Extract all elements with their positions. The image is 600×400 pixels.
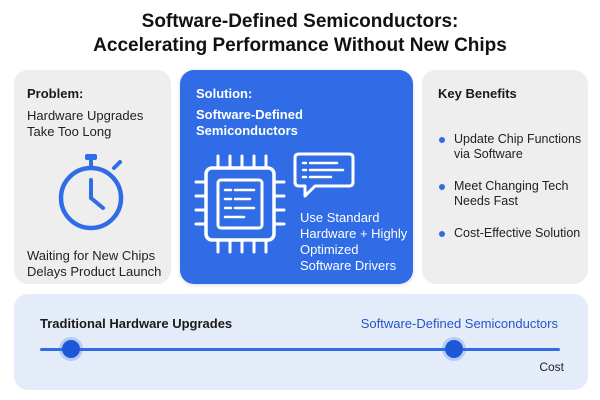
title-line-1: Software-Defined Semiconductors: <box>141 11 459 32</box>
traditional-marker <box>62 340 80 358</box>
title-line-2: Accelerating Performance Without New Chi… <box>93 35 507 56</box>
bullet-dot-icon <box>439 137 445 143</box>
cost-comparison-panel: Traditional Hardware Upgrades Software-D… <box>14 294 588 390</box>
solution-subheading: Software-Defined Semiconductors <box>196 107 303 138</box>
cost-axis-line <box>40 348 560 351</box>
solution-description: Use Standard Hardware + Highly Optimized… <box>300 210 408 273</box>
solution-heading: Solution: <box>196 86 253 101</box>
solution-card: Solution: Software-Defined Semiconductor… <box>180 70 413 284</box>
benefit-item: Update Chip Functions via Software <box>438 132 584 162</box>
software-defined-label: Software-Defined Semiconductors <box>360 316 558 331</box>
benefits-list: Update Chip Functions via Software Meet … <box>438 132 584 258</box>
benefit-item: Meet Changing Tech Needs Fast <box>438 179 584 209</box>
traditional-label: Traditional Hardware Upgrades <box>40 316 233 331</box>
stopwatch-icon <box>54 152 128 237</box>
bullet-dot-icon <box>439 184 445 190</box>
chip-icon <box>194 152 286 261</box>
page-title: Software-Defined Semiconductors: Acceler… <box>0 10 600 58</box>
bullet-dot-icon <box>439 231 445 237</box>
benefits-card: Key Benefits Update Chip Functions via S… <box>422 70 588 284</box>
benefits-heading: Key Benefits <box>438 86 517 101</box>
chat-bubble-icon <box>293 152 355 205</box>
problem-description: Hardware Upgrades Take Too Long <box>27 108 144 139</box>
benefit-text: Cost-Effective Solution <box>454 226 581 240</box>
problem-result: Waiting for New Chips Delays Product Lau… <box>27 248 162 279</box>
software-defined-marker <box>445 340 463 358</box>
problem-heading: Problem: <box>27 86 84 101</box>
cost-axis-label: Cost <box>539 360 564 374</box>
problem-card: Problem: Hardware Upgrades Take Too Long… <box>14 70 171 284</box>
benefit-text: Meet Changing Tech Needs Fast <box>454 179 569 208</box>
benefit-text: Update Chip Functions via Software <box>454 132 582 161</box>
benefit-item: Cost-Effective Solution <box>438 226 584 241</box>
